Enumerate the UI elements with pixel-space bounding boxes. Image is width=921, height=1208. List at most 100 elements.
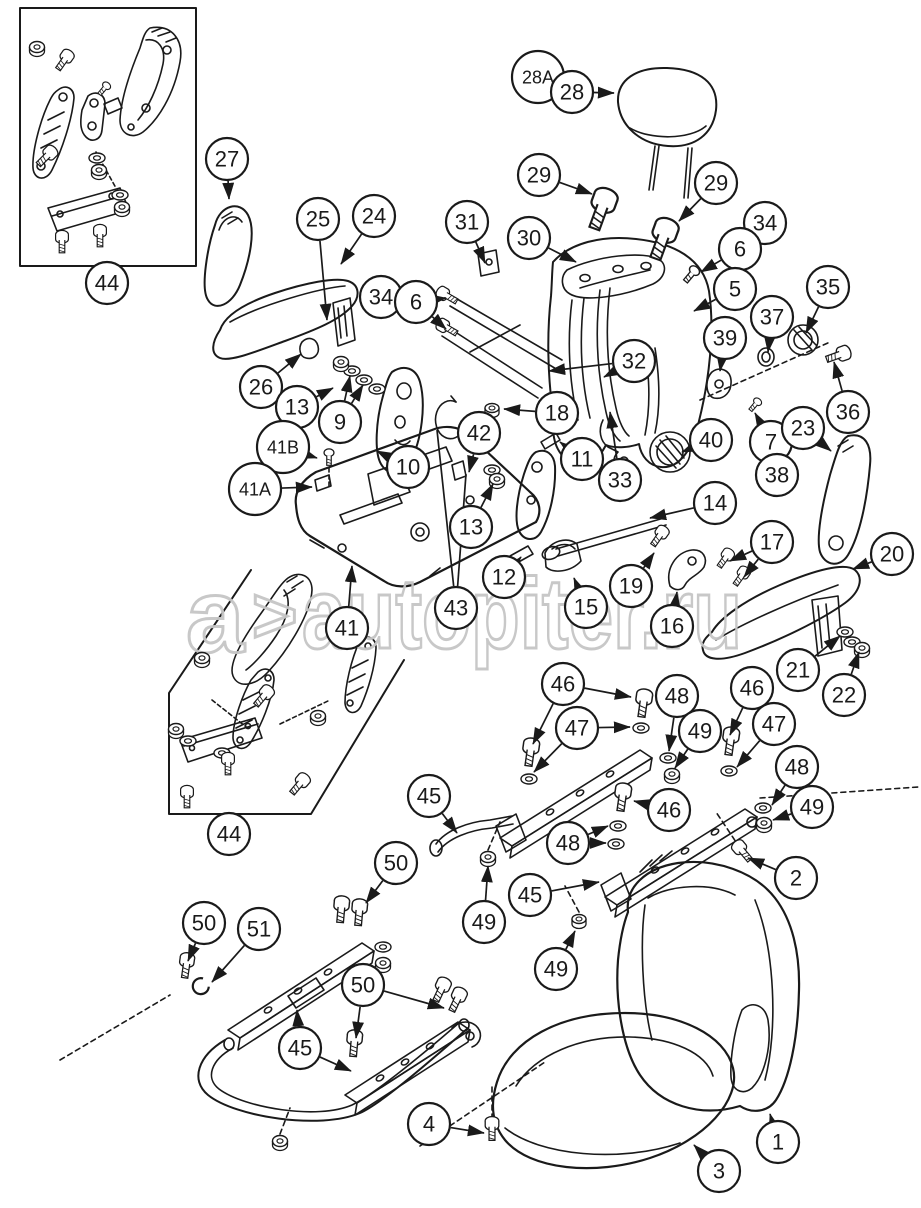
inset1-spacer <box>103 97 123 115</box>
hw-bolt <box>719 725 742 757</box>
callout-number: 10 <box>396 455 420 480</box>
leader-line <box>281 481 313 494</box>
callout-number: 48 <box>665 684 689 709</box>
callout-number: 47 <box>565 716 589 741</box>
callout-26: 26 <box>238 364 284 410</box>
callout-number: 49 <box>800 795 824 820</box>
callout-5: 5 <box>712 266 758 312</box>
hw-bolt <box>484 1115 500 1141</box>
leader-line <box>292 1009 305 1027</box>
callout-number: 41B <box>267 438 299 458</box>
leader-line <box>436 429 455 587</box>
callout-number: 51 <box>247 917 271 942</box>
callout-number: 32 <box>622 349 646 374</box>
callout-number: 9 <box>334 410 346 435</box>
leader-line <box>365 880 384 904</box>
callout-33: 33 <box>597 457 643 503</box>
callout-10: 10 <box>385 444 431 490</box>
hw-bolt <box>176 951 196 980</box>
callout-37: 37 <box>749 294 795 340</box>
callout-41A: 41A <box>227 461 283 517</box>
leader-line <box>832 361 845 392</box>
callout-number: 50 <box>192 911 216 936</box>
hw-clip <box>188 974 212 999</box>
callout-number: 7 <box>765 430 777 455</box>
hw-washer <box>374 941 392 953</box>
leader-line <box>852 557 872 570</box>
leader-line <box>814 436 832 452</box>
hw-washer <box>754 802 772 814</box>
leader-line <box>340 375 353 401</box>
hw-nut <box>663 767 681 785</box>
leader-line <box>584 687 632 700</box>
callout-44: 44 <box>84 260 130 306</box>
callout-11: 11 <box>559 436 605 482</box>
hw-nut <box>309 709 327 727</box>
callout-28: 28 <box>549 69 595 115</box>
hw-nut <box>332 355 350 373</box>
callout-number: 1 <box>772 1130 784 1155</box>
slide-rails-middle <box>429 749 919 918</box>
leader-line <box>187 942 200 962</box>
hw-bolt <box>632 687 655 719</box>
leader-line <box>772 809 792 821</box>
callout-43: 43 <box>433 585 479 631</box>
leader-line <box>603 364 622 378</box>
callout-29: 29 <box>693 160 739 206</box>
leader-line <box>344 565 357 607</box>
callout-number: 35 <box>816 275 840 300</box>
leader-line <box>559 181 593 195</box>
leader-line <box>450 1124 485 1137</box>
callout-3: 3 <box>696 1148 742 1194</box>
inset2-twisted-link <box>344 636 377 714</box>
callout-50: 50 <box>181 900 227 946</box>
callout-24: 24 <box>351 193 397 239</box>
hw-washer <box>632 722 650 734</box>
bracket-42 <box>451 460 467 481</box>
bracket-39 <box>706 368 732 400</box>
hw-washer <box>368 383 386 395</box>
leader-line <box>771 784 786 806</box>
inset-box-top-left <box>19 7 197 267</box>
callout-41B: 41B <box>255 419 311 475</box>
callout-49: 49 <box>677 708 723 754</box>
back-frame-bracket <box>561 254 666 299</box>
leader-line <box>639 552 655 570</box>
armrest-left <box>212 278 359 360</box>
leader-line <box>340 233 363 265</box>
callout-number: 50 <box>384 851 408 876</box>
hook-26 <box>299 337 320 360</box>
callout-46: 46 <box>646 787 692 833</box>
hw-washer <box>609 820 627 832</box>
callout-number: 6 <box>734 237 746 262</box>
callout-number: 3 <box>713 1159 725 1184</box>
pivot-hub-row <box>699 324 831 401</box>
leader-line <box>319 1056 352 1072</box>
callout-number: 23 <box>791 416 815 441</box>
leader-line <box>693 1144 710 1161</box>
latch-16 <box>668 549 707 591</box>
pivot-pin-11 <box>540 432 561 450</box>
callout-number: 5 <box>729 277 741 302</box>
callout-47: 47 <box>751 701 797 747</box>
callout-number: 17 <box>760 530 784 555</box>
hw-washer <box>720 765 738 777</box>
leader-line <box>729 707 744 736</box>
callout-number: 48 <box>556 831 580 856</box>
leader-line <box>211 944 246 983</box>
callout-number: 48 <box>785 755 809 780</box>
hub-35 <box>787 324 819 356</box>
callout-49: 49 <box>461 899 507 945</box>
leader-line <box>480 865 493 901</box>
hw-nut <box>755 816 773 834</box>
callout-number: 6 <box>410 290 422 315</box>
callout-number: 41 <box>335 616 359 641</box>
callout-number: 33 <box>608 468 632 493</box>
callout-number: 18 <box>545 401 569 426</box>
leader-line <box>533 743 563 773</box>
leader-line <box>429 294 447 307</box>
callout-9: 9 <box>317 399 363 445</box>
watermark-logo-arrow: > <box>252 571 298 659</box>
